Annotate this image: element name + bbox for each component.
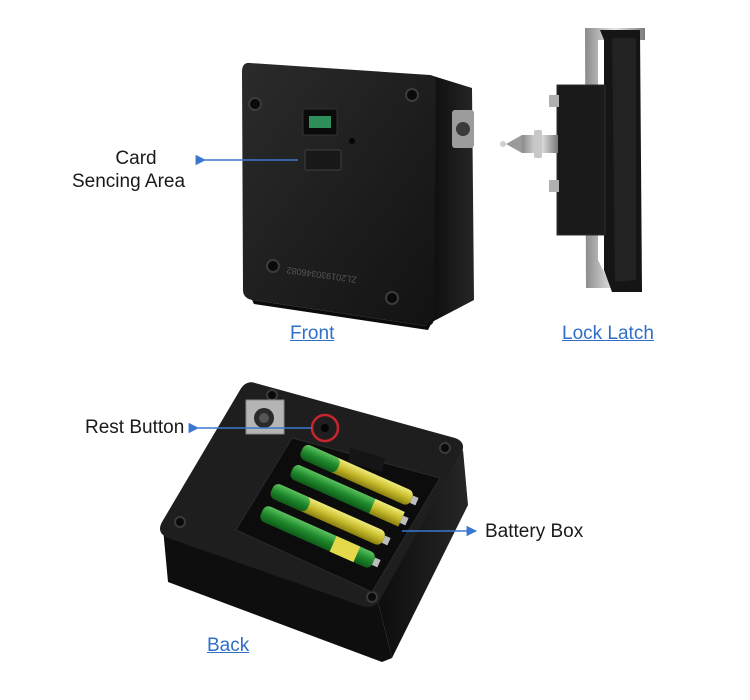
lock-latch-part (500, 28, 645, 292)
card-label-line2: Sencing Area (72, 171, 186, 192)
lock-latch-caption: Lock Latch (562, 323, 654, 344)
back-caption: Back (207, 635, 250, 656)
card-sensing-label: Card Sencing Area (72, 147, 198, 193)
battery-box-label: Battery Box (485, 521, 584, 542)
front-caption: Front (290, 323, 335, 344)
front-lock-body: ZL201930346082 (242, 62, 474, 330)
aa-batteries (260, 445, 419, 568)
card-label-line1: Card (115, 148, 157, 169)
rest-button-label: Rest Button (85, 417, 185, 438)
back-lock-body (160, 382, 468, 662)
